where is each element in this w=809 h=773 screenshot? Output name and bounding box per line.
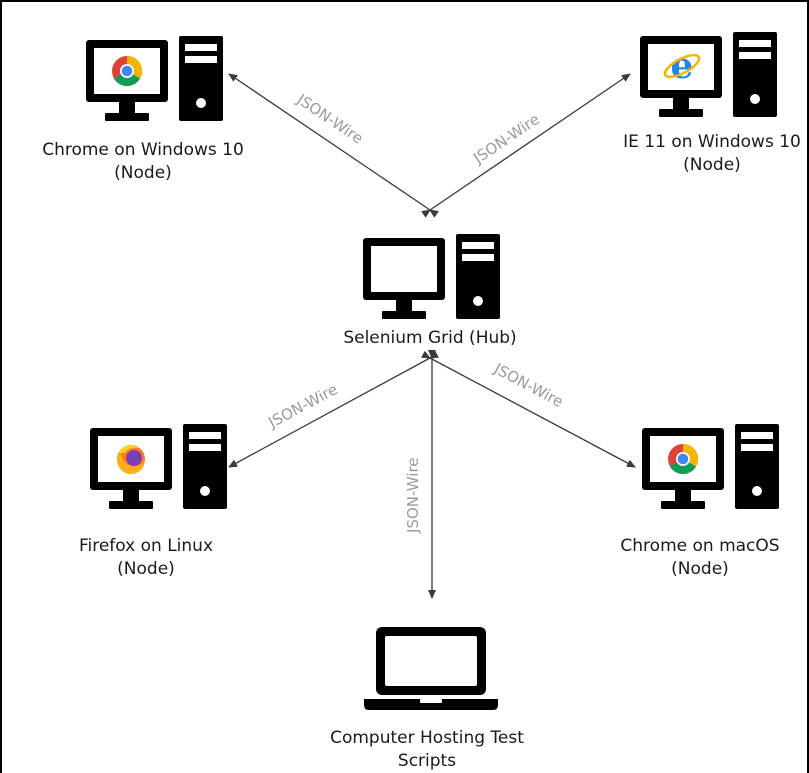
- wire-label-chrome-windows: JSON-Wire: [293, 90, 366, 148]
- node-role: Scripts: [397, 751, 457, 771]
- node-role: (Node): [114, 163, 172, 183]
- wire-label-firefox-linux: JSON-Wire: [265, 380, 341, 432]
- internet-explorer-icon: e: [663, 45, 701, 87]
- laptop-icon: [364, 627, 498, 710]
- connection-ie-windows: [421, 73, 631, 218]
- wire-label-test-host: JSON-Wire: [404, 457, 422, 534]
- node-label-ie-windows: IE 11 on Windows 10 (Node): [596, 131, 809, 177]
- desktop-computer-icon-hub: [363, 234, 500, 319]
- desktop-computer-icon-chrome-windows: [86, 36, 223, 121]
- node-name: Chrome on macOS: [620, 536, 780, 556]
- desktop-computer-icon-chrome-macos: [642, 424, 779, 509]
- connection-chrome-windows: [228, 73, 439, 218]
- svg-text:e: e: [671, 45, 694, 87]
- node-name: Computer Hosting Test: [330, 728, 524, 748]
- desktop-computer-icon-firefox-linux: [90, 424, 227, 509]
- wire-label-ie-windows: JSON-Wire: [469, 110, 542, 168]
- chrome-icon: [668, 444, 699, 475]
- node-label-firefox-linux: Firefox on Linux (Node): [36, 535, 256, 581]
- node-name: Selenium Grid (Hub): [343, 328, 517, 348]
- node-role: (Node): [683, 155, 741, 175]
- node-role: (Node): [117, 559, 175, 579]
- node-label-chrome-macos: Chrome on macOS (Node): [590, 535, 809, 581]
- node-name: IE 11 on Windows 10: [623, 132, 801, 152]
- desktop-computer-icon-ie-windows: e: [640, 32, 777, 117]
- node-label-hub: Selenium Grid (Hub): [300, 327, 560, 350]
- node-role: (Node): [671, 559, 729, 579]
- chrome-icon: [112, 55, 143, 87]
- node-name: Firefox on Linux: [78, 536, 214, 556]
- wire-label-chrome-macos: JSON-Wire: [490, 359, 566, 411]
- node-label-chrome-windows: Chrome on Windows 10 (Node): [8, 139, 278, 185]
- node-name: Chrome on Windows 10: [42, 140, 244, 160]
- node-label-test-host: Computer Hosting Test Scripts: [302, 727, 552, 773]
- connection-firefox-linux: [228, 350, 439, 468]
- connection-chrome-macos: [421, 350, 636, 468]
- firefox-icon: [116, 445, 145, 475]
